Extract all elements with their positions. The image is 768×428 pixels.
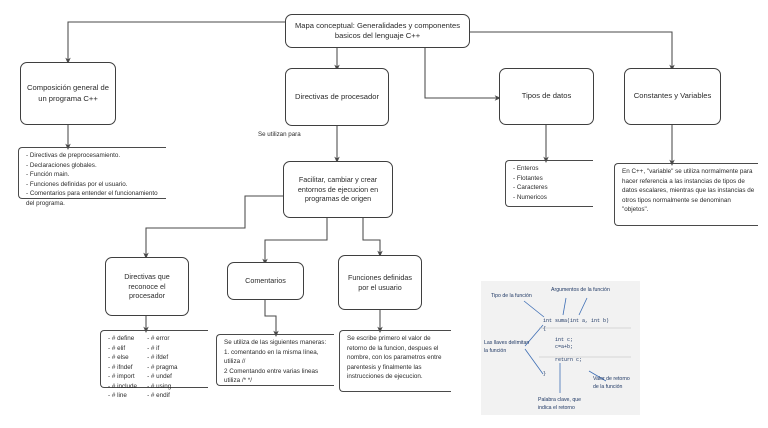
note-tipos-de-datos-items: - Enteros - Flotantes - Caracteres - Num… <box>505 160 593 207</box>
node-facilitar-cambiar-crear-label: Facilitar, cambiar y crear entornos de e… <box>297 174 379 204</box>
illus-label-argumentos-funcion: Argumentos de la función <box>551 287 610 293</box>
illus-code-line-5: return c; <box>543 357 583 363</box>
note-funciones-text: Se escribe primero el valor de retorno d… <box>339 330 451 392</box>
node-tipos-de-datos[interactable]: Tipos de datos <box>499 68 594 125</box>
illustration-pointer-lines <box>523 297 631 393</box>
node-composicion-general[interactable]: Composición general de un programa C++ <box>20 62 116 125</box>
illus-label-llaves-delimitan: Las llaves delimitan la función <box>484 340 530 354</box>
note-directivas-list: - # define - # elif - # else - # ifndef … <box>100 330 208 399</box>
illus-label-palabra-clave: Palabra clave, que indica el retorno <box>538 397 581 411</box>
note-composicion-items: - Directivas de preprocesamiento. - Decl… <box>18 147 166 207</box>
illus-code-line-4: c=a+b; <box>543 344 574 350</box>
node-facilitar-cambiar-crear[interactable]: Facilitar, cambiar y crear entornos de e… <box>283 161 393 218</box>
node-composicion-general-label: Composición general de un programa C++ <box>27 83 109 103</box>
node-directivas-que-reconoce-label: Directivas que reconoce el procesador <box>124 271 170 301</box>
illus-code-line-2: { <box>543 326 547 332</box>
node-constantes-y-variables[interactable]: Constantes y Variables <box>624 68 721 125</box>
node-title-label: Mapa conceptual: Generalidades y compone… <box>294 20 461 40</box>
edge-label-se-utilizan-para: Se utilizan para <box>258 131 301 138</box>
node-directivas-de-procesador-label: Directivas de procesador <box>295 91 379 101</box>
illus-label-valor-retorno: Valor de retorno de la función <box>593 376 630 390</box>
illus-code-line-3: int c; <box>543 337 574 343</box>
node-tipos-de-datos-label: Tipos de datos <box>521 91 572 101</box>
illus-code-line-1: int suma(int a, int b) <box>543 318 610 324</box>
node-comentarios-label: Comentarios <box>245 276 286 286</box>
node-title[interactable]: Mapa conceptual: Generalidades y compone… <box>285 14 470 48</box>
node-directivas-de-procesador[interactable]: Directivas de procesador <box>285 68 389 126</box>
illus-label-tipo-funcion: Tipo de la función <box>491 293 532 299</box>
illus-code-line-6: } <box>543 371 547 377</box>
note-directivas-column-right: - # error - # if - # ifdef - # pragma - … <box>147 335 178 400</box>
note-constantes-variables-text: En C++, "variable" se utiliza normalment… <box>614 163 758 226</box>
note-directivas-column-left: - # define - # elif - # else - # ifndef … <box>108 335 138 400</box>
note-comentarios-text: Se utiliza de las siguientes maneras: 1.… <box>216 334 334 386</box>
edge-label-se-utilizan-para-text: Se utilizan para <box>258 131 301 138</box>
node-funciones-definidas-usuario[interactable]: Funciones definidas por el usuario <box>338 255 422 310</box>
node-directivas-que-reconoce[interactable]: Directivas que reconoce el procesador <box>105 257 189 316</box>
node-funciones-definidas-usuario-label: Funciones definidas por el usuario <box>348 272 412 292</box>
node-constantes-y-variables-label: Constantes y Variables <box>633 91 712 101</box>
node-comentarios[interactable]: Comentarios <box>227 262 304 300</box>
function-anatomy-illustration: Tipo de la función Argumentos de la func… <box>481 281 640 415</box>
